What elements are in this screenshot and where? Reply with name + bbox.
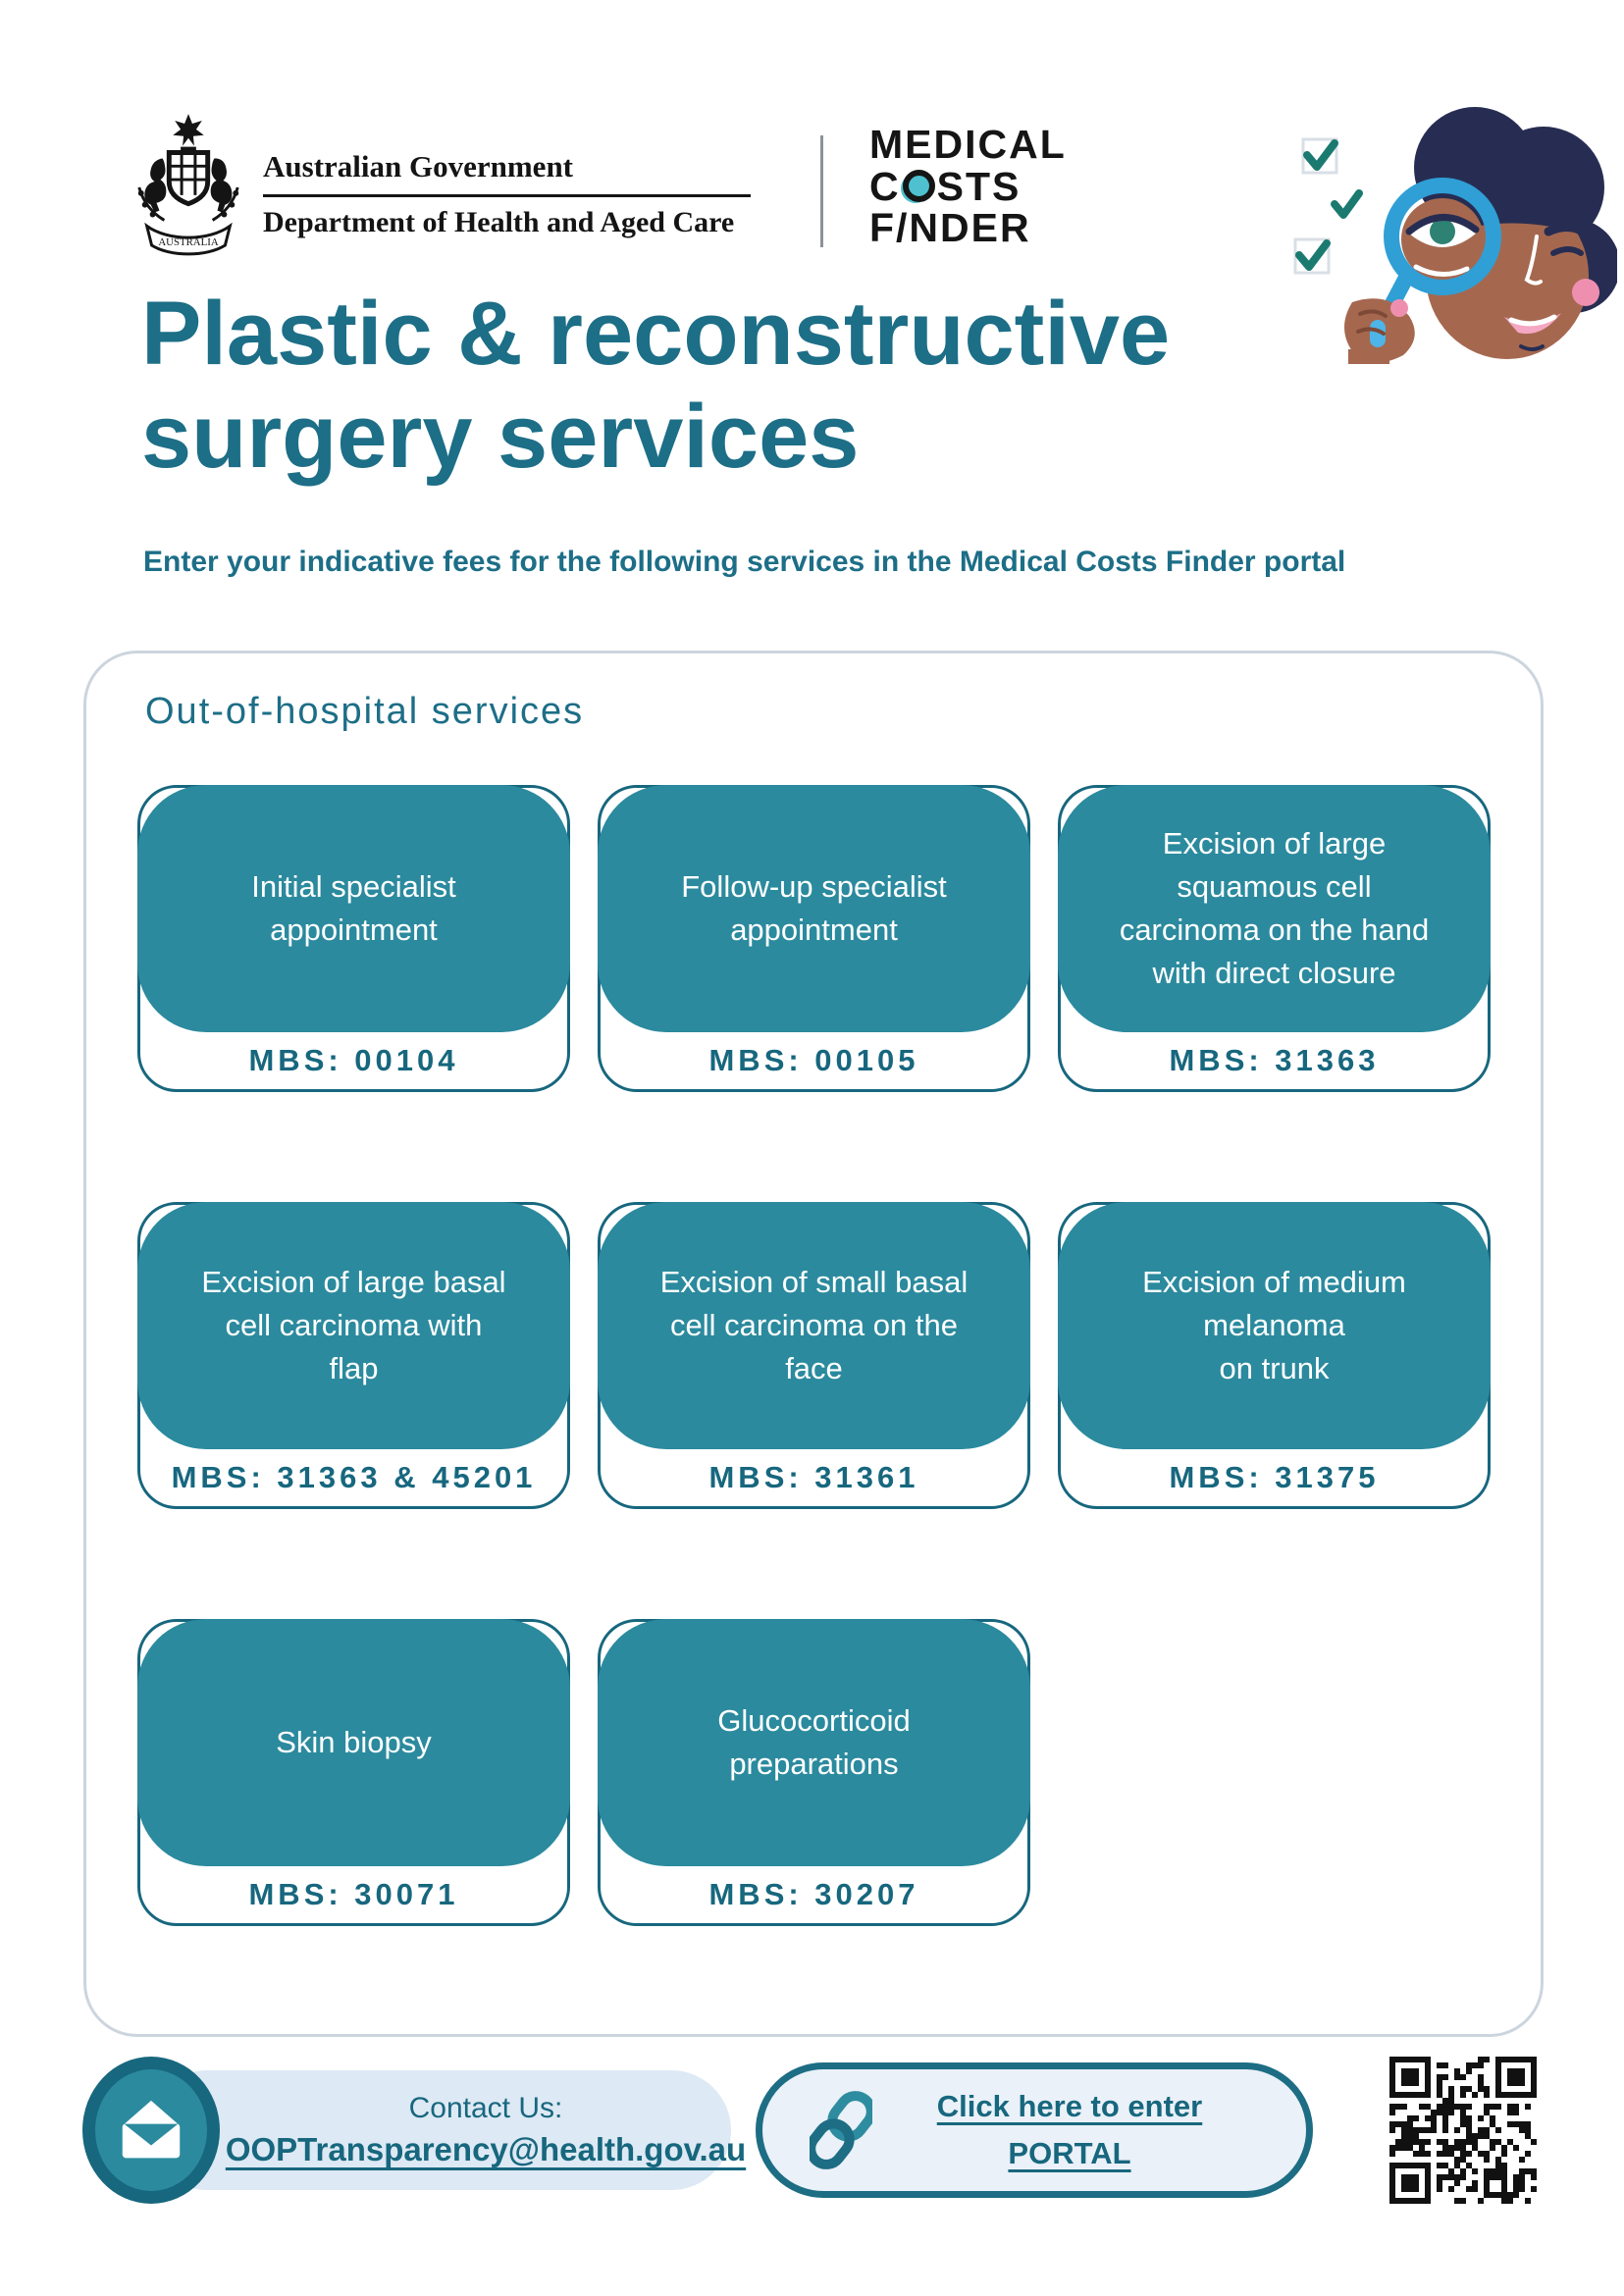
iris (1430, 219, 1455, 244)
logo-line-1: MEDICAL (869, 122, 1067, 167)
service-card: Excision of small basal cell carcinoma o… (598, 1202, 1030, 1509)
service-label: Skin biopsy (276, 1724, 432, 1759)
contact-label: Contact Us: (408, 2092, 563, 2124)
wink-eye (1544, 223, 1591, 238)
service-card-blob: Excision of large basal cell carcinoma w… (137, 1202, 570, 1449)
crest-banner-text: AUSTRALIA (158, 236, 219, 248)
service-mbs-code: MBS: 31363 & 45201 (171, 1460, 537, 1494)
cheek-blush (1572, 279, 1599, 306)
gov-department: Department of Health and Aged Care (263, 206, 735, 238)
gov-logo-text: Australian Government Department of Heal… (263, 149, 754, 239)
contact-email-link[interactable]: OOPTransparency@health.gov.au (225, 2131, 747, 2167)
service-card-blob: Glucocorticoid preparations (598, 1619, 1030, 1866)
checkmark-icon (1331, 189, 1363, 219)
hand (1344, 298, 1415, 364)
service-mbs-code: MBS: 31361 (708, 1460, 919, 1494)
service-mbs-code: MBS: 30207 (708, 1877, 919, 1911)
service-label: Initial specialist appointment (251, 868, 456, 947)
service-mbs-code: MBS: 00105 (708, 1043, 919, 1077)
crest-star (173, 114, 204, 146)
checkbox-icon (1301, 137, 1338, 175)
service-label: Glucocorticoid preparations (717, 1702, 911, 1781)
envelope-badge (82, 2057, 220, 2204)
service-label: Excision of medium melanoma on trunk (1142, 1264, 1406, 1385)
header-vertical-divider (820, 135, 823, 247)
gov-title: Australian Government (263, 149, 574, 183)
portal-line-1: Click here to enter (936, 2088, 1203, 2123)
service-card: Excision of large squamous cell carcinom… (1058, 785, 1491, 1092)
portal-line-2: PORTAL (1008, 2136, 1131, 2170)
service-card-blob: Initial specialist appointment (137, 785, 570, 1032)
magnifier-lens-dot-icon (900, 169, 935, 203)
service-card-blob: Excision of large squamous cell carcinom… (1058, 785, 1491, 1032)
service-mbs-code: MBS: 00104 (248, 1043, 459, 1077)
page-title: Plastic & reconstructive surgery service… (141, 284, 1171, 487)
service-card: Excision of large basal cell carcinoma w… (137, 1202, 570, 1509)
service-label: Follow-up specialist appointment (681, 868, 947, 947)
portal-link-text[interactable]: Click here to enter PORTAL (872, 2083, 1267, 2177)
magnifier-ring-icon (1384, 178, 1501, 295)
service-card-blob: Follow-up specialist appointment (598, 785, 1030, 1032)
section-heading: Out-of-hospital services (145, 691, 585, 732)
gov-divider-rule (263, 194, 751, 197)
woman-with-magnifying-glass-icon (1293, 107, 1617, 364)
service-card-blob: Excision of medium melanoma on trunk (1058, 1202, 1491, 1449)
service-label: Excision of small basal cell carcinoma o… (659, 1264, 969, 1385)
portal-button[interactable]: Click here to enter PORTAL (756, 2062, 1313, 2198)
service-label: Excision of large basal cell carcinoma w… (201, 1264, 506, 1385)
australian-coat-of-arms-icon: AUSTRALIA (137, 114, 239, 256)
page-subtitle: Enter your indicative fees for the follo… (143, 546, 1346, 578)
link-icon (810, 2091, 872, 2169)
envelope-icon (122, 2100, 181, 2159)
checkmark-icon (1303, 139, 1338, 171)
service-card-blob: Skin biopsy (137, 1619, 570, 1866)
checkmark-icon (1295, 239, 1331, 271)
service-mbs-code: MBS: 31375 (1169, 1460, 1380, 1494)
contact-pill: Contact Us: OOPTransparency@health.gov.a… (147, 2070, 746, 2190)
service-card-blob: Excision of small basal cell carcinoma o… (598, 1202, 1030, 1449)
service-mbs-code: MBS: 30071 (248, 1877, 459, 1911)
checkbox-icon (1293, 237, 1331, 275)
out-of-hospital-services-panel: Out-of-hospital services Initial special… (83, 651, 1544, 2037)
qr-code (1389, 2057, 1537, 2204)
logo-line-3: F/NDER (869, 205, 1031, 251)
service-label: Excision of large squamous cell carcinom… (1119, 825, 1430, 991)
service-mbs-code: MBS: 31363 (1169, 1043, 1380, 1077)
